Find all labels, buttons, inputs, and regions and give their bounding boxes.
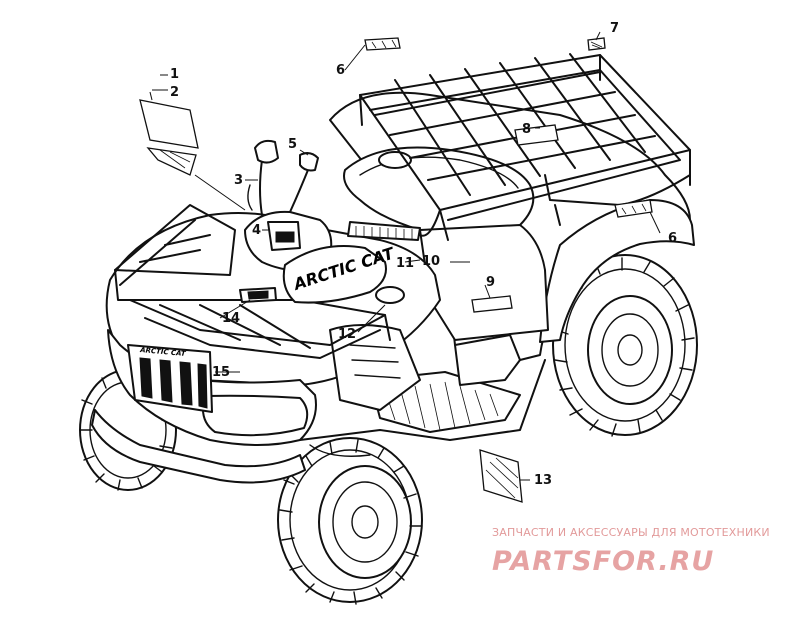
handlebar-assembly: ARCTIC CAT: [239, 139, 421, 304]
callout-14: 14: [222, 311, 240, 326]
callout-15: 15: [212, 365, 230, 380]
callout-2: 2: [170, 85, 179, 100]
watermark-brand-logo: PARTSFOR.RU: [492, 546, 715, 577]
callout-numbers: 1 2 3 4 5 6 6 7 8 9 10 11 12 13 14 15: [170, 21, 677, 488]
front-rack: [114, 204, 391, 359]
callout-1: 1: [170, 67, 179, 82]
callout-5: 5: [288, 137, 297, 152]
rear-right-wheel: [552, 254, 698, 437]
callout-10: 10: [422, 254, 440, 269]
callout-6-side: 6: [668, 231, 677, 246]
callout-13: 13: [534, 473, 552, 488]
rear-rack: [359, 53, 691, 241]
decal-1: [139, 99, 199, 149]
callout-11: 11: [396, 256, 414, 271]
decal-2: [146, 147, 197, 176]
callout-6-top: 6: [336, 63, 345, 78]
front-left-wheel: [277, 437, 423, 605]
decal-9: [471, 295, 513, 313]
watermark-caption: ЗАПЧАСТИ И АКСЕССУАРЫ ДЛЯ МОТОТЕХНИКИ: [492, 526, 770, 539]
callout-8: 8: [522, 122, 531, 137]
loose-decals: ARCTIC CAT: [139, 37, 653, 503]
front-grille: [127, 344, 213, 413]
decal-8: [514, 124, 559, 146]
leader-lines: [149, 31, 661, 481]
decal-7: [587, 37, 606, 51]
callout-4: 4: [252, 223, 261, 238]
callout-9: 9: [486, 275, 495, 290]
callout-12: 12: [338, 327, 356, 342]
callout-7: 7: [610, 21, 619, 36]
decal-6-top: [364, 37, 401, 51]
callout-3: 3: [234, 173, 243, 188]
watermark: ЗАПЧАСТИ И АКСЕССУАРЫ ДЛЯ МОТОТЕХНИКИ PA…: [492, 526, 792, 586]
